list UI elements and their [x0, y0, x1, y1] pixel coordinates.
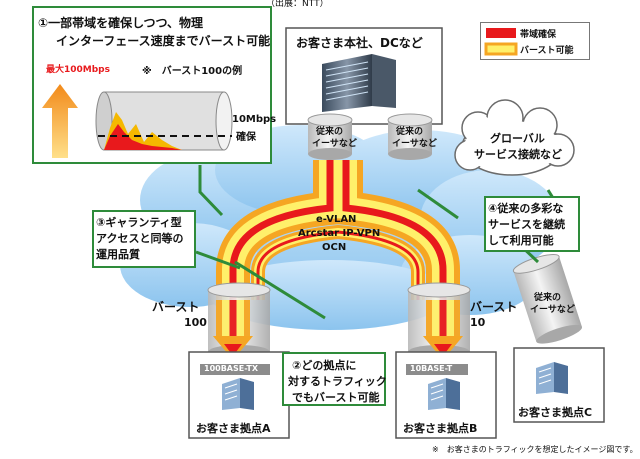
callout-2	[282, 352, 386, 406]
callout-2-line1: ②どの拠点に	[292, 359, 357, 372]
hq-title: お客さま本社、DCなど	[296, 36, 423, 50]
site-c-label: お客さま拠点C	[518, 406, 593, 419]
burst-right-line1: バースト	[470, 300, 518, 314]
site-c-building-icon	[536, 362, 568, 394]
callout-1	[32, 6, 272, 164]
callout-4	[484, 196, 580, 252]
cyl-right-line2: イーサなど	[530, 305, 575, 315]
callout-3-line1: ③ギャランティ型	[96, 216, 182, 229]
footnote: ※ お客さまのトラフィックを想定したイメージ図です。	[432, 445, 638, 454]
legend-label-burst: バースト可能	[520, 46, 574, 56]
global-cloud-line2: サービス接続など	[474, 148, 562, 161]
network-evlan: e-VLAN	[316, 214, 357, 225]
callout-4-line3: して利用可能	[488, 234, 554, 247]
inset-guarantee-line2: 確保	[236, 132, 256, 143]
callout-1-line1: ①一部帯域を確保しつつ、物理	[38, 16, 203, 30]
callout-4-line2: サービスを継続	[488, 218, 565, 231]
top-caption: （出展：NTT）	[266, 0, 329, 9]
callout-3-line3: 運用品質	[96, 248, 140, 261]
burst-right-line2: 10	[470, 316, 486, 329]
cyl-hq-right-line2: イーサなど	[392, 139, 437, 149]
cyl-right-line1: 従来の	[534, 293, 562, 303]
global-service-cloud	[454, 99, 575, 176]
inset-example-label: ※ バースト100の例	[142, 66, 243, 77]
port-label-a: 100BASE-TX	[204, 364, 258, 373]
callout-4-line1: ④従来の多彩な	[488, 202, 564, 215]
cylinder-hq-left	[307, 113, 353, 160]
legend-box	[480, 22, 590, 60]
cylinder-hq-right	[387, 113, 433, 160]
hq-building-icon	[322, 54, 396, 112]
legend-label-guaranteed: 帯域確保	[520, 30, 557, 40]
max-arrow-icon	[42, 84, 78, 158]
network-arcstar: Arcstar IP-VPN	[298, 228, 381, 239]
burst-left-line2: 100	[184, 316, 207, 329]
global-cloud-line1: グローバル	[490, 132, 545, 145]
site-a-building-icon	[222, 378, 254, 410]
callout-1-line2: インターフェース速度までバースト可能	[56, 34, 271, 48]
port-label-b: 10BASE-T	[410, 364, 453, 373]
cyl-hq-left-line1: 従来の	[316, 127, 344, 137]
site-a-label: お客さま拠点A	[196, 422, 271, 435]
site-b-label: お客さま拠点B	[403, 422, 478, 435]
legend-swatch-guaranteed	[486, 28, 516, 38]
cyl-hq-left-line2: イーサなど	[312, 139, 357, 149]
callout-3	[92, 210, 196, 268]
inset-max-label: 最大100Mbps	[46, 65, 110, 75]
port-label-a-bg	[200, 364, 270, 375]
port-label-b-bg	[406, 364, 468, 375]
callout-3-line2: アクセスと同等の	[96, 232, 184, 245]
cyl-hq-right-line1: 従来の	[396, 127, 424, 137]
inset-graphic	[42, 84, 233, 158]
legend-swatch-burst	[484, 42, 518, 56]
cylinder-site-c	[512, 254, 583, 344]
site-b-building-icon	[428, 378, 460, 410]
callout-2-line2: 対するトラフィック	[288, 375, 387, 388]
inset-guarantee-line1: 10Mbps	[232, 114, 277, 125]
callout-2-line3: でもバースト可能	[292, 391, 380, 404]
network-ocn: OCN	[322, 242, 347, 253]
burst-left-line1: バースト	[152, 300, 200, 314]
